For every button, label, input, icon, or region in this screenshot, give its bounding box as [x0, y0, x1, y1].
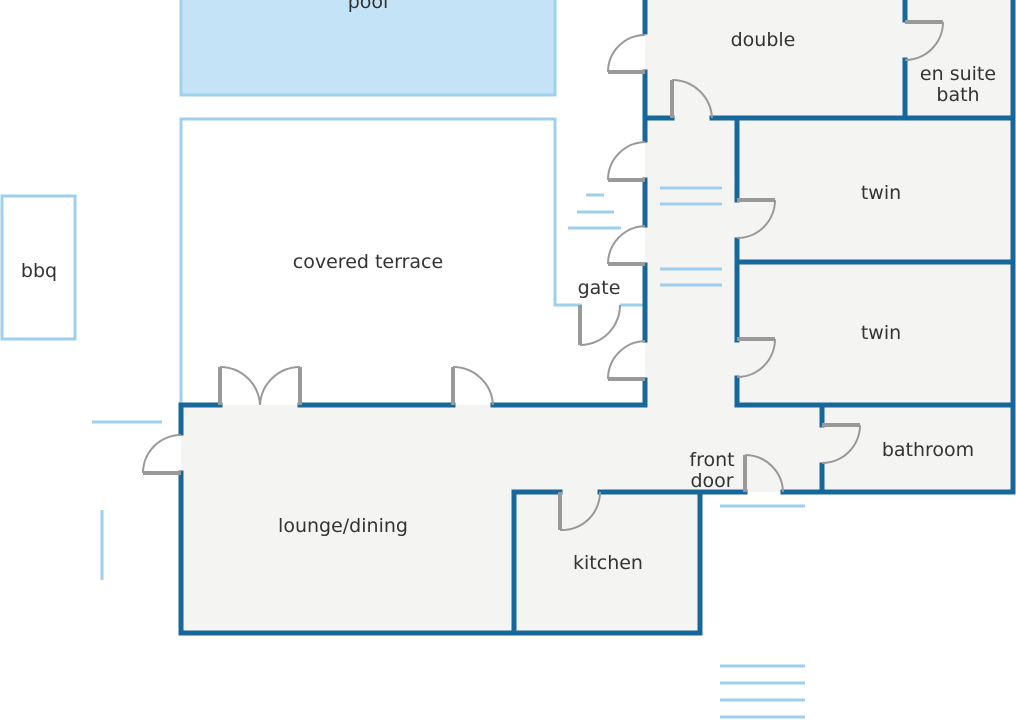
covered-terrace — [179, 117, 645, 405]
ensuite-label-2: bath — [936, 84, 979, 106]
door-icon — [736, 337, 776, 378]
door-icon — [607, 141, 646, 182]
front-door-label-1: front — [689, 449, 734, 471]
door-icon — [670, 78, 713, 119]
gate-label: gate — [578, 277, 621, 299]
pool — [179, 0, 557, 97]
door-icon — [821, 423, 861, 464]
lounge-label: lounge/dining — [278, 515, 408, 537]
door-icon — [259, 365, 302, 406]
floor-fill — [181, 0, 1013, 633]
door-icon — [736, 198, 776, 239]
door-icon — [607, 34, 646, 74]
bathroom-label: bathroom — [882, 439, 974, 461]
bbq-label: bbq — [21, 260, 57, 282]
front-door-label-2: door — [690, 470, 733, 492]
door-icon — [142, 434, 182, 475]
twin-label-2: twin — [861, 322, 901, 344]
covered-terrace-label: covered terrace — [293, 251, 443, 273]
twin-label-1: twin — [861, 182, 901, 204]
door-icon — [607, 225, 646, 266]
doors — [142, 20, 944, 532]
door-icon — [607, 340, 646, 381]
steps — [92, 186, 805, 719]
double-label: double — [731, 29, 796, 51]
gate-icon — [578, 304, 621, 346]
bbq — [0, 194, 77, 341]
door-icon — [558, 491, 602, 532]
kitchen-label: kitchen — [573, 552, 643, 574]
door-icon — [451, 365, 494, 406]
walls — [178, 0, 1016, 636]
door-icon — [904, 20, 944, 61]
door-icon — [743, 454, 784, 493]
pool-label: pool — [348, 0, 389, 13]
door-icon — [218, 365, 261, 406]
ensuite-label-1: en suite — [920, 63, 996, 85]
